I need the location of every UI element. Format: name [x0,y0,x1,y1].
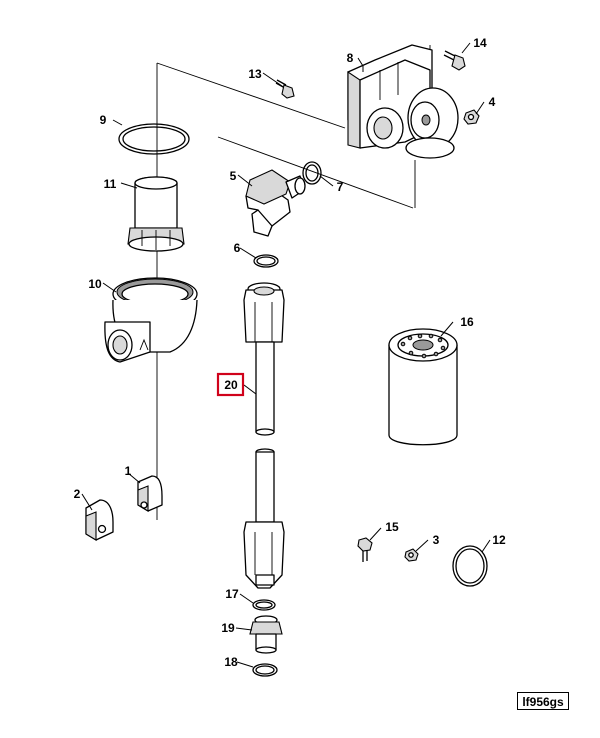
callout-13[interactable]: 13 [248,67,262,81]
part-7-o-ring[interactable] [302,161,322,185]
reference-code-label: lf956gs [517,692,569,710]
callout-18[interactable]: 18 [224,655,238,669]
callout-6[interactable]: 6 [234,241,241,255]
part-20-hose-assembly[interactable] [243,282,285,589]
part-12-o-ring[interactable] [452,545,488,587]
part-2-clamp[interactable] [85,499,114,541]
part-16-filter[interactable] [388,328,458,446]
callout-3[interactable]: 3 [433,533,440,547]
leader-lines [81,42,491,668]
callout-16[interactable]: 16 [460,315,474,329]
callout-17[interactable]: 17 [225,587,239,601]
part-19-fitting[interactable] [249,615,283,654]
part-1-clamp[interactable] [137,475,163,512]
callout-19[interactable]: 19 [221,621,235,635]
part-3-nut[interactable] [404,548,419,562]
callout-14[interactable]: 14 [473,36,487,50]
part-17-o-ring[interactable] [252,599,276,611]
callout-20[interactable]: 20 [224,378,238,392]
callout-1[interactable]: 1 [125,464,132,478]
part-11-adapter[interactable] [127,176,185,252]
part-6-o-ring[interactable] [253,254,279,268]
callout-7[interactable]: 7 [337,180,344,194]
callout-4[interactable]: 4 [489,95,496,109]
callout-10[interactable]: 10 [88,277,102,291]
callout-15[interactable]: 15 [385,520,399,534]
filter-head-bracket[interactable] [347,44,459,159]
part-14-bolt[interactable] [443,50,466,71]
callout-12[interactable]: 12 [492,533,506,547]
part-18-o-ring[interactable] [252,663,278,677]
part-10-housing[interactable] [104,277,198,363]
part-5-elbow[interactable] [245,169,306,237]
highlight-box-20 [216,372,245,397]
part-13-bolt[interactable] [275,79,295,99]
part-15-bolt[interactable] [357,537,373,562]
callout-labels: 1 2 3 4 5 6 7 8 9 10 11 12 13 14 15 16 1… [74,36,506,669]
callout-8[interactable]: 8 [347,51,354,65]
callout-9[interactable]: 9 [100,113,107,127]
part-9-o-ring[interactable] [118,123,190,155]
callout-5[interactable]: 5 [230,169,237,183]
part-4-nut[interactable] [463,109,480,125]
callout-11[interactable]: 11 [104,177,117,191]
callout-2[interactable]: 2 [74,487,81,501]
